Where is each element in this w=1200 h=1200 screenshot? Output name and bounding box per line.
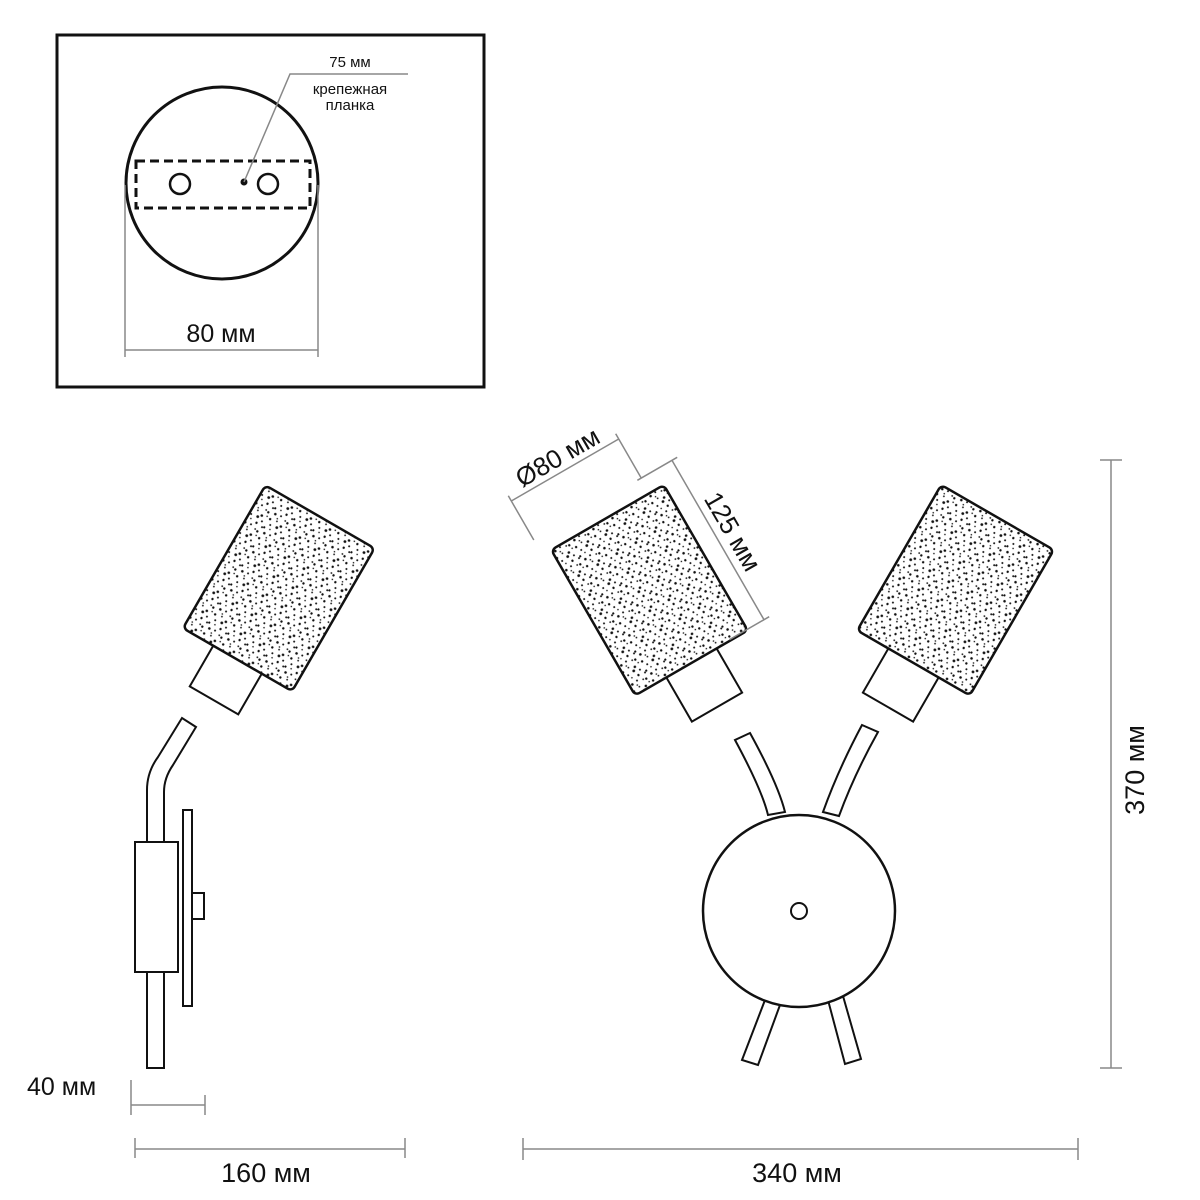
base-plate-circle bbox=[124, 85, 320, 281]
shade-length-ext-bottom bbox=[728, 616, 770, 641]
front-lower-arm-right bbox=[826, 994, 863, 1066]
side-view: 40 мм 160 мм bbox=[27, 485, 406, 1188]
shade-diameter-dim-line bbox=[510, 438, 620, 502]
front-glass-shade-right bbox=[857, 485, 1054, 695]
front-lower-arm-left bbox=[740, 998, 782, 1067]
mounting-bar-leader bbox=[243, 73, 408, 183]
mount-plate-label-line2: планка bbox=[326, 97, 375, 114]
front-center-screw bbox=[790, 902, 808, 920]
height-label: 370 мм bbox=[1120, 725, 1150, 815]
side-lower-stem bbox=[146, 971, 165, 1069]
side-wall-plate bbox=[182, 809, 193, 1007]
front-upper-arm-right bbox=[821, 723, 880, 818]
shade-length-ext-top bbox=[636, 456, 678, 481]
mounting-bar-outline bbox=[134, 159, 312, 210]
mounting-detail-inset: 75 мм крепежная планка 80 мм bbox=[55, 33, 486, 389]
side-wall-screw bbox=[191, 892, 205, 920]
depth-label: 40 мм bbox=[27, 1073, 96, 1101]
side-upper-arm bbox=[146, 716, 198, 843]
mounting-hole-left bbox=[168, 172, 192, 196]
width-label: 340 мм bbox=[752, 1158, 842, 1188]
side-body-block bbox=[134, 841, 179, 973]
shade-diameter-ext-right bbox=[615, 433, 642, 479]
projection-label: 160 мм bbox=[221, 1158, 311, 1188]
inset-frame bbox=[55, 33, 486, 389]
base-diameter-label: 80 мм bbox=[186, 320, 255, 348]
shade-length-dim-line bbox=[671, 459, 765, 621]
mount-plate-offset-label: 75 мм bbox=[329, 54, 370, 71]
mounting-hole-right bbox=[256, 172, 280, 196]
front-view: Ø80 мм 125 мм 370 мм 340 мм bbox=[507, 421, 1150, 1188]
shade-diameter-ext-left bbox=[507, 495, 535, 541]
side-glass-shade bbox=[183, 485, 374, 691]
front-upper-arm-left bbox=[733, 731, 787, 817]
shade-diameter-label: Ø80 мм bbox=[510, 421, 605, 493]
front-glass-shade-left bbox=[551, 485, 748, 695]
mount-plate-label-line1: крепежная bbox=[313, 81, 387, 98]
